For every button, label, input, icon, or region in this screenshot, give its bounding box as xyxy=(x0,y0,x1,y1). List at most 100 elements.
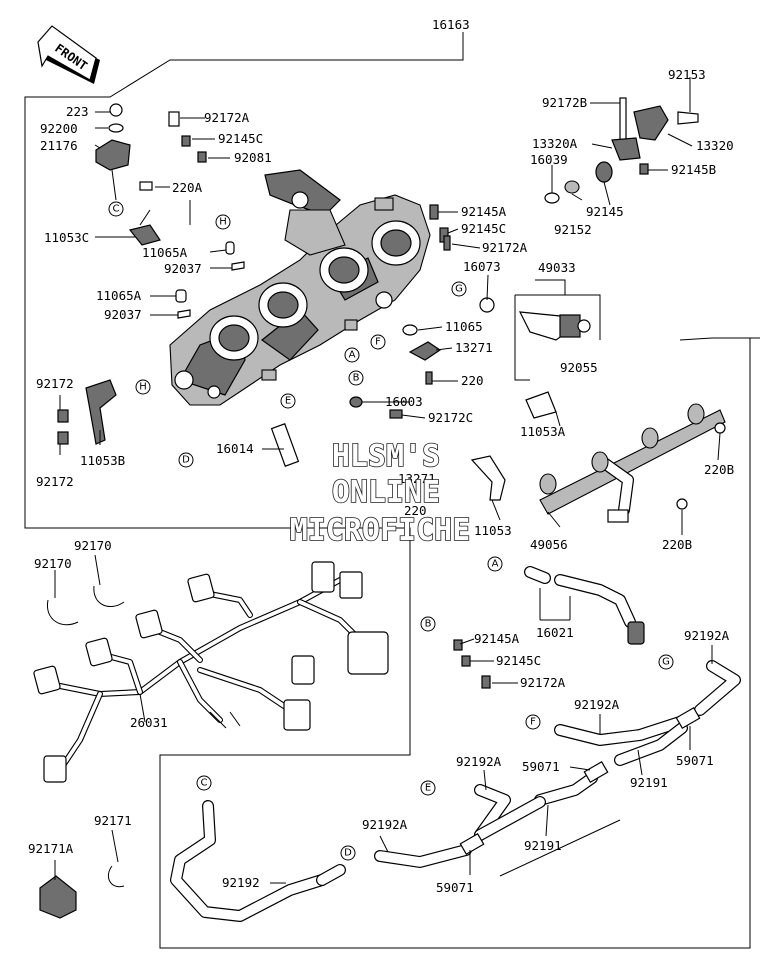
label-92192: 92192 xyxy=(222,875,260,890)
label-59071-2: 59071 xyxy=(676,753,714,768)
label-16073: 16073 xyxy=(463,259,501,274)
label-11065A: 11065A xyxy=(142,245,188,260)
label-92191-2: 92191 xyxy=(524,838,562,853)
label-92055: 92055 xyxy=(560,360,598,375)
label-92172: 92172 xyxy=(36,376,74,391)
wiring-harness-26031 xyxy=(33,561,389,783)
label-26031: 26031 xyxy=(130,715,168,730)
clamps-92171 xyxy=(39,865,125,919)
label-11065: 11065 xyxy=(445,319,483,334)
callout-c-2: C xyxy=(196,775,212,791)
label-220B: 220B xyxy=(704,462,734,477)
label-92192A-2: 92192A xyxy=(574,697,620,712)
svg-text:G: G xyxy=(662,657,670,668)
label-16163: 16163 xyxy=(432,17,470,32)
svg-text:C: C xyxy=(201,778,208,789)
label-59071: 59071 xyxy=(522,759,560,774)
label-220: 220 xyxy=(461,373,484,388)
svg-text:E: E xyxy=(425,783,431,794)
callout-a: A xyxy=(344,347,360,363)
callout-a-2: A xyxy=(487,556,503,572)
callout-c: C xyxy=(108,201,124,217)
label-92200: 92200 xyxy=(40,121,78,136)
callout-g-2: G xyxy=(658,654,674,670)
label-59071-3: 59071 xyxy=(436,880,474,895)
label-92192A-4: 92192A xyxy=(362,817,408,832)
label-16014: 16014 xyxy=(216,441,254,456)
label-92172C: 92172C xyxy=(428,410,473,425)
label-49033: 49033 xyxy=(538,260,576,275)
label-92145B: 92145B xyxy=(671,162,716,177)
label-16003: 16003 xyxy=(385,394,423,409)
callout-g: G xyxy=(451,281,467,297)
svg-text:A: A xyxy=(349,350,356,361)
svg-text:H: H xyxy=(139,382,147,393)
vacuum-parts xyxy=(453,566,645,689)
callout-h-2: H xyxy=(135,379,151,395)
label-13320: 13320 xyxy=(696,138,734,153)
callout-b-2: B xyxy=(420,616,436,632)
svg-text:G: G xyxy=(455,284,463,295)
label-49056: 49056 xyxy=(530,537,568,552)
callout-d-2: D xyxy=(340,845,356,861)
callout-e-2: E xyxy=(420,780,436,796)
label-92171A: 92171A xyxy=(28,841,74,856)
label-223: 223 xyxy=(66,104,89,119)
label-92145A-2: 92145A xyxy=(474,631,520,646)
label-92170-2: 92170 xyxy=(34,556,72,571)
callout-f-2: F xyxy=(525,714,541,730)
vacuum-hoses xyxy=(170,660,741,922)
svg-text:C: C xyxy=(113,204,120,215)
fuel-rail-49056 xyxy=(525,391,726,523)
callout-markers: C H A B F G E D H A B G F C E D xyxy=(108,201,674,861)
label-92037: 92037 xyxy=(164,261,202,276)
label-92172-2: 92172 xyxy=(36,474,74,489)
label-92081: 92081 xyxy=(234,150,272,165)
svg-text:A: A xyxy=(492,559,499,570)
label-11053: 11053 xyxy=(474,523,512,538)
label-220B-2: 220B xyxy=(662,537,692,552)
bracket-11053 xyxy=(470,455,506,501)
clamps-92170 xyxy=(46,585,125,626)
label-92145C-3: 92145C xyxy=(496,653,541,668)
label-16021: 16021 xyxy=(536,625,574,640)
sensor-16014 xyxy=(270,423,300,467)
svg-text:B: B xyxy=(425,619,432,630)
svg-text:E: E xyxy=(285,396,291,407)
injector-bracket-right xyxy=(515,294,601,340)
label-92153: 92153 xyxy=(668,67,706,82)
label-92172A: 92172A xyxy=(204,110,250,125)
label-92172A-3: 92172A xyxy=(520,675,566,690)
label-92145C: 92145C xyxy=(218,131,263,146)
callout-f: F xyxy=(370,334,386,350)
injector-bracket-left xyxy=(514,295,530,381)
svg-text:B: B xyxy=(353,373,360,384)
label-220-2: 220 xyxy=(404,503,427,518)
label-92037-2: 92037 xyxy=(104,307,142,322)
svg-text:F: F xyxy=(375,337,381,348)
svg-text:D: D xyxy=(182,455,190,466)
callout-b: B xyxy=(348,370,364,386)
leader-lines xyxy=(54,77,721,884)
label-13320A: 13320A xyxy=(532,136,578,151)
label-92192A-3: 92192A xyxy=(456,754,502,769)
svg-text:H: H xyxy=(219,217,227,228)
label-16039: 16039 xyxy=(530,152,568,167)
label-11065A-2: 11065A xyxy=(96,288,142,303)
callout-d: D xyxy=(178,452,194,468)
label-92170: 92170 xyxy=(74,538,112,553)
watermark-line-1: HLSM'S xyxy=(332,439,440,474)
label-11053B: 11053B xyxy=(80,453,125,468)
throttle-body-assembly xyxy=(169,169,431,406)
label-92172A-2: 92172A xyxy=(482,240,528,255)
label-92172B: 92172B xyxy=(542,95,587,110)
front-arrow: FRONT xyxy=(37,25,100,84)
bracket-11053B xyxy=(57,379,117,445)
label-11053A: 11053A xyxy=(520,424,566,439)
svg-text:F: F xyxy=(530,717,536,728)
label-21176: 21176 xyxy=(40,138,78,153)
watermark-line-3: MICROFICHE xyxy=(290,513,471,548)
label-13271: 13271 xyxy=(455,340,493,355)
label-92192A: 92192A xyxy=(684,628,730,643)
